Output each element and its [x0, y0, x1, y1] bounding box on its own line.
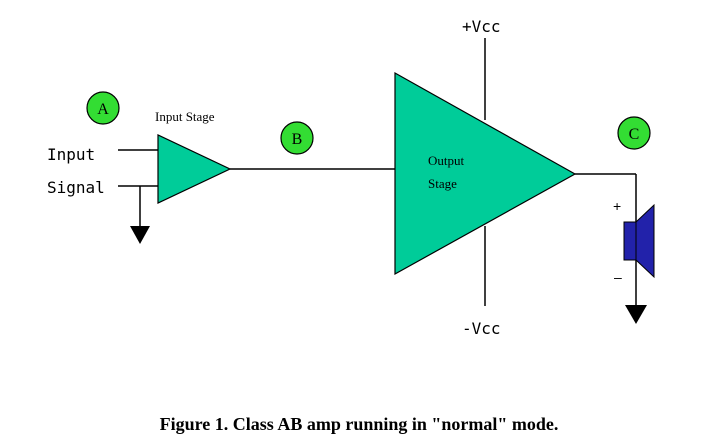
svg-text:C: C	[629, 126, 640, 143]
node-c-marker: C	[617, 116, 651, 150]
node-a-marker: A	[86, 91, 120, 125]
svg-text:A: A	[97, 101, 109, 118]
input-stage-label: Input Stage	[155, 109, 215, 124]
speaker-minus-label: –	[614, 269, 622, 285]
speaker-icon	[623, 203, 655, 279]
figure-caption: Figure 1. Class AB amp running in "norma…	[159, 414, 559, 434]
positive-supply-label: +Vcc	[462, 17, 501, 36]
output-stage-label-line1: Output	[428, 153, 465, 168]
output-stage-label-line2: Stage	[428, 176, 457, 191]
speaker-plus-label: +	[613, 198, 621, 214]
speaker-ground-icon	[625, 305, 647, 324]
svg-text:B: B	[292, 131, 303, 148]
input-stage-amplifier	[157, 134, 232, 204]
negative-supply-label: -Vcc	[462, 319, 501, 338]
input-label-line2: Signal	[47, 178, 105, 197]
output-stage-amplifier	[394, 71, 577, 276]
node-b-marker: B	[280, 121, 314, 155]
input-label-line1: Input	[47, 145, 95, 164]
input-ground-icon	[130, 226, 150, 244]
